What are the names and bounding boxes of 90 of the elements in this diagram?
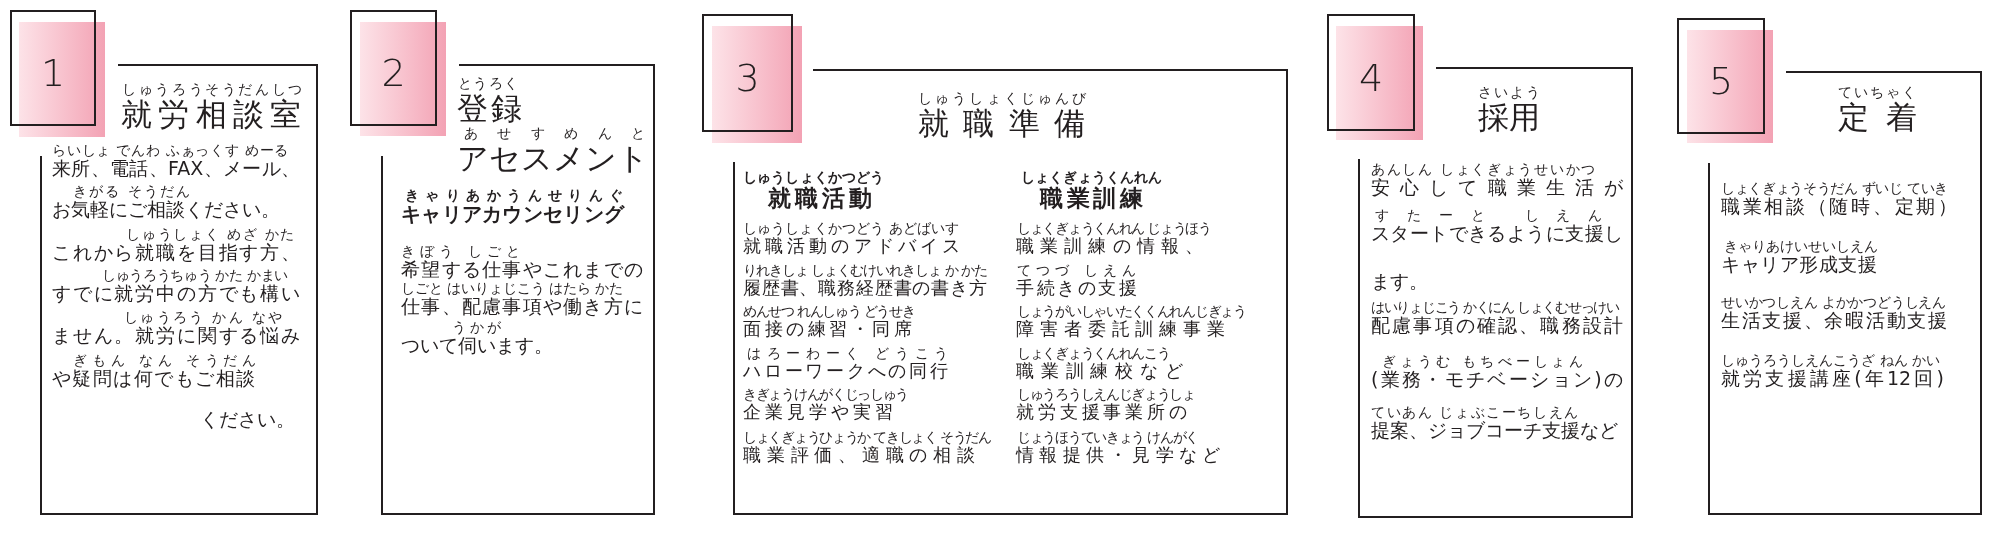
furigana-text: しゅうしょくかつどう あどばいす — [743, 221, 958, 236]
furigana-text: しゅうろう かん なや — [124, 310, 281, 325]
section-heading: 職業訓練 — [1040, 184, 1143, 212]
body-text: 来所、電話、FAX、メール、 — [52, 158, 300, 181]
furigana-text: しゅうろうしえんこうざ ねん かい — [1721, 353, 1939, 368]
furigana-text: きゃりあかうんせりんぐ — [405, 188, 622, 203]
furigana-text: あんしん しょくぎょうせいかつ — [1371, 162, 1594, 177]
card-heading: 就職準備 — [918, 105, 1085, 142]
body-text: スタートできるように支援し — [1371, 223, 1623, 246]
furigana-text: しょくぎょうひょうか てきしょく そうだん — [743, 430, 991, 445]
number-tile — [10, 10, 105, 137]
step-number: 3 — [735, 59, 760, 97]
furigana-text: きゃりあけいせいしえん — [1724, 239, 1877, 254]
furigana-text: さいよう — [1478, 84, 1539, 99]
body-text: ます。 — [1371, 271, 1428, 294]
list-item: 職業訓練の情報、 — [1016, 236, 1203, 258]
furigana-text: しょうがいしゃいたくくんれんじぎょう — [1017, 304, 1246, 319]
body-text: 配慮事項の確認、職務設計 — [1371, 315, 1623, 338]
furigana-text: しょくぎょうくんれんこう — [1017, 346, 1170, 361]
furigana-text: らいしょ でんわ ふぁっくす めーる — [52, 143, 287, 158]
furigana-text: しゅうろうしえんじぎょうしょ — [1017, 387, 1195, 402]
list-item: キャリア形成支援 — [1721, 254, 1877, 277]
furigana-text: しょくぎょうそうだん ずいじ ていき — [1721, 181, 1947, 196]
body-text: ください。 — [200, 409, 295, 432]
list-item: 手続きの支援 — [1016, 278, 1137, 300]
step-number: 5 — [1708, 62, 1734, 100]
furigana-text: すたーと しえん — [1375, 208, 1601, 223]
list-item: 生活支援、余暇活動支援 — [1721, 310, 1947, 333]
body-text: 安心して職業生活が — [1371, 177, 1623, 200]
furigana-text: きぎょうけんがくじっしゅう — [743, 387, 909, 402]
list-item: 就職活動のアドバイス — [743, 236, 960, 258]
furigana-text: しょくぎょうくんれん — [1021, 169, 1161, 184]
body-text: お気軽にご相談ください。 — [52, 199, 280, 222]
furigana-text: じょうほうていきょう けんがく — [1017, 430, 1198, 445]
card-heading: 採用 — [1478, 99, 1540, 136]
list-item: 企業見学や実習 — [743, 402, 893, 424]
furigana-text: ぎょうむ もちべーしょん — [1382, 354, 1582, 369]
furigana-text: りれきしょ しょくむけいれきしょ か かた — [743, 263, 987, 278]
furigana-text: しゅうろうそうだんしつ — [122, 81, 301, 96]
body-text: 希望する仕事やこれまでの — [401, 259, 643, 282]
step-number: 1 — [40, 54, 66, 92]
furigana-text: あせすめんと — [464, 125, 644, 140]
list-item: 職業相談（随時、定期） — [1721, 196, 1957, 219]
furigana-text: めんせつ れんしゅう どうせき — [743, 304, 915, 319]
list-item: 職業評価、適職の相談 — [743, 445, 975, 467]
furigana-text: ていちゃく — [1838, 84, 1915, 99]
furigana-text: はろーわーく どうこう — [747, 346, 947, 361]
furigana-text: しゅうしょく めざ かた — [126, 227, 293, 242]
furigana-text: しゅうろうちゅう かた かまい — [102, 268, 287, 283]
card-heading: 定着 — [1838, 99, 1917, 136]
furigana-text: ていあん じょぶこーちしえん — [1371, 405, 1577, 420]
number-tile — [702, 14, 802, 143]
furigana-text: ぎもん なん そうだん — [73, 353, 255, 368]
card-heading: アセスメント — [457, 140, 649, 177]
section-heading: キャリアカウンセリング — [401, 203, 624, 227]
card-heading: 就労相談室 — [121, 96, 301, 133]
list-item: 履歴書、職務経歴書の書き方 — [743, 278, 987, 300]
card-heading: 登録 — [457, 90, 522, 127]
furigana-text: せいかつしえん よかかつどうしえん — [1721, 295, 1945, 310]
furigana-text: しゅうしょくかつどう — [743, 169, 883, 184]
step-number: 4 — [1358, 58, 1384, 97]
list-item: 障害者委託訓練事業 — [1016, 319, 1225, 341]
list-item: 情報提供・見学など — [1016, 445, 1220, 467]
furigana-text: きがる そうだん — [73, 184, 189, 199]
list-item: 就労支援事業所の — [1016, 402, 1187, 424]
number-tile — [1677, 18, 1773, 143]
body-text: これから就職を目指す方、 — [52, 242, 300, 265]
section-heading: 就職活動 — [768, 184, 872, 212]
number-tile — [1327, 14, 1423, 140]
body-text: ついて伺います。 — [401, 335, 553, 358]
furigana-text: しゅうしょくじゅんび — [918, 90, 1085, 105]
list-item: 職業訓練校など — [1016, 361, 1183, 383]
list-item: ハローワークへの同行 — [743, 361, 948, 383]
body-text: すでに就労中の方でも構い — [52, 283, 300, 306]
step-number: 2 — [381, 54, 406, 92]
furigana-text: しょくぎょうくんれん じょうほう — [1017, 221, 1211, 236]
furigana-text: とうろく — [458, 75, 517, 90]
body-text: や疑問は何でもご相談 — [52, 368, 255, 391]
furigana-text: きぼう しごと — [401, 244, 519, 259]
body-text: 提案、ジョブコーチ支援など — [1371, 420, 1618, 443]
furigana-text: うかが — [452, 320, 500, 335]
body-text: 仕事、配慮事項や働き方に — [401, 296, 643, 319]
list-item: 就労支援講座(年12回) — [1721, 368, 1944, 391]
furigana-text: てつづ しえん — [1017, 263, 1135, 278]
number-tile — [350, 10, 446, 136]
body-text: ません。就労に関する悩み — [52, 325, 300, 348]
furigana-text: しごと はいりょじこう はたら かた — [401, 281, 622, 296]
body-text: (業務・モチベーション)の — [1371, 369, 1623, 392]
furigana-text: はいりょじこう かくにん しょくむせっけい — [1371, 300, 1619, 315]
list-item: 面接の練習・同席 — [743, 319, 912, 341]
